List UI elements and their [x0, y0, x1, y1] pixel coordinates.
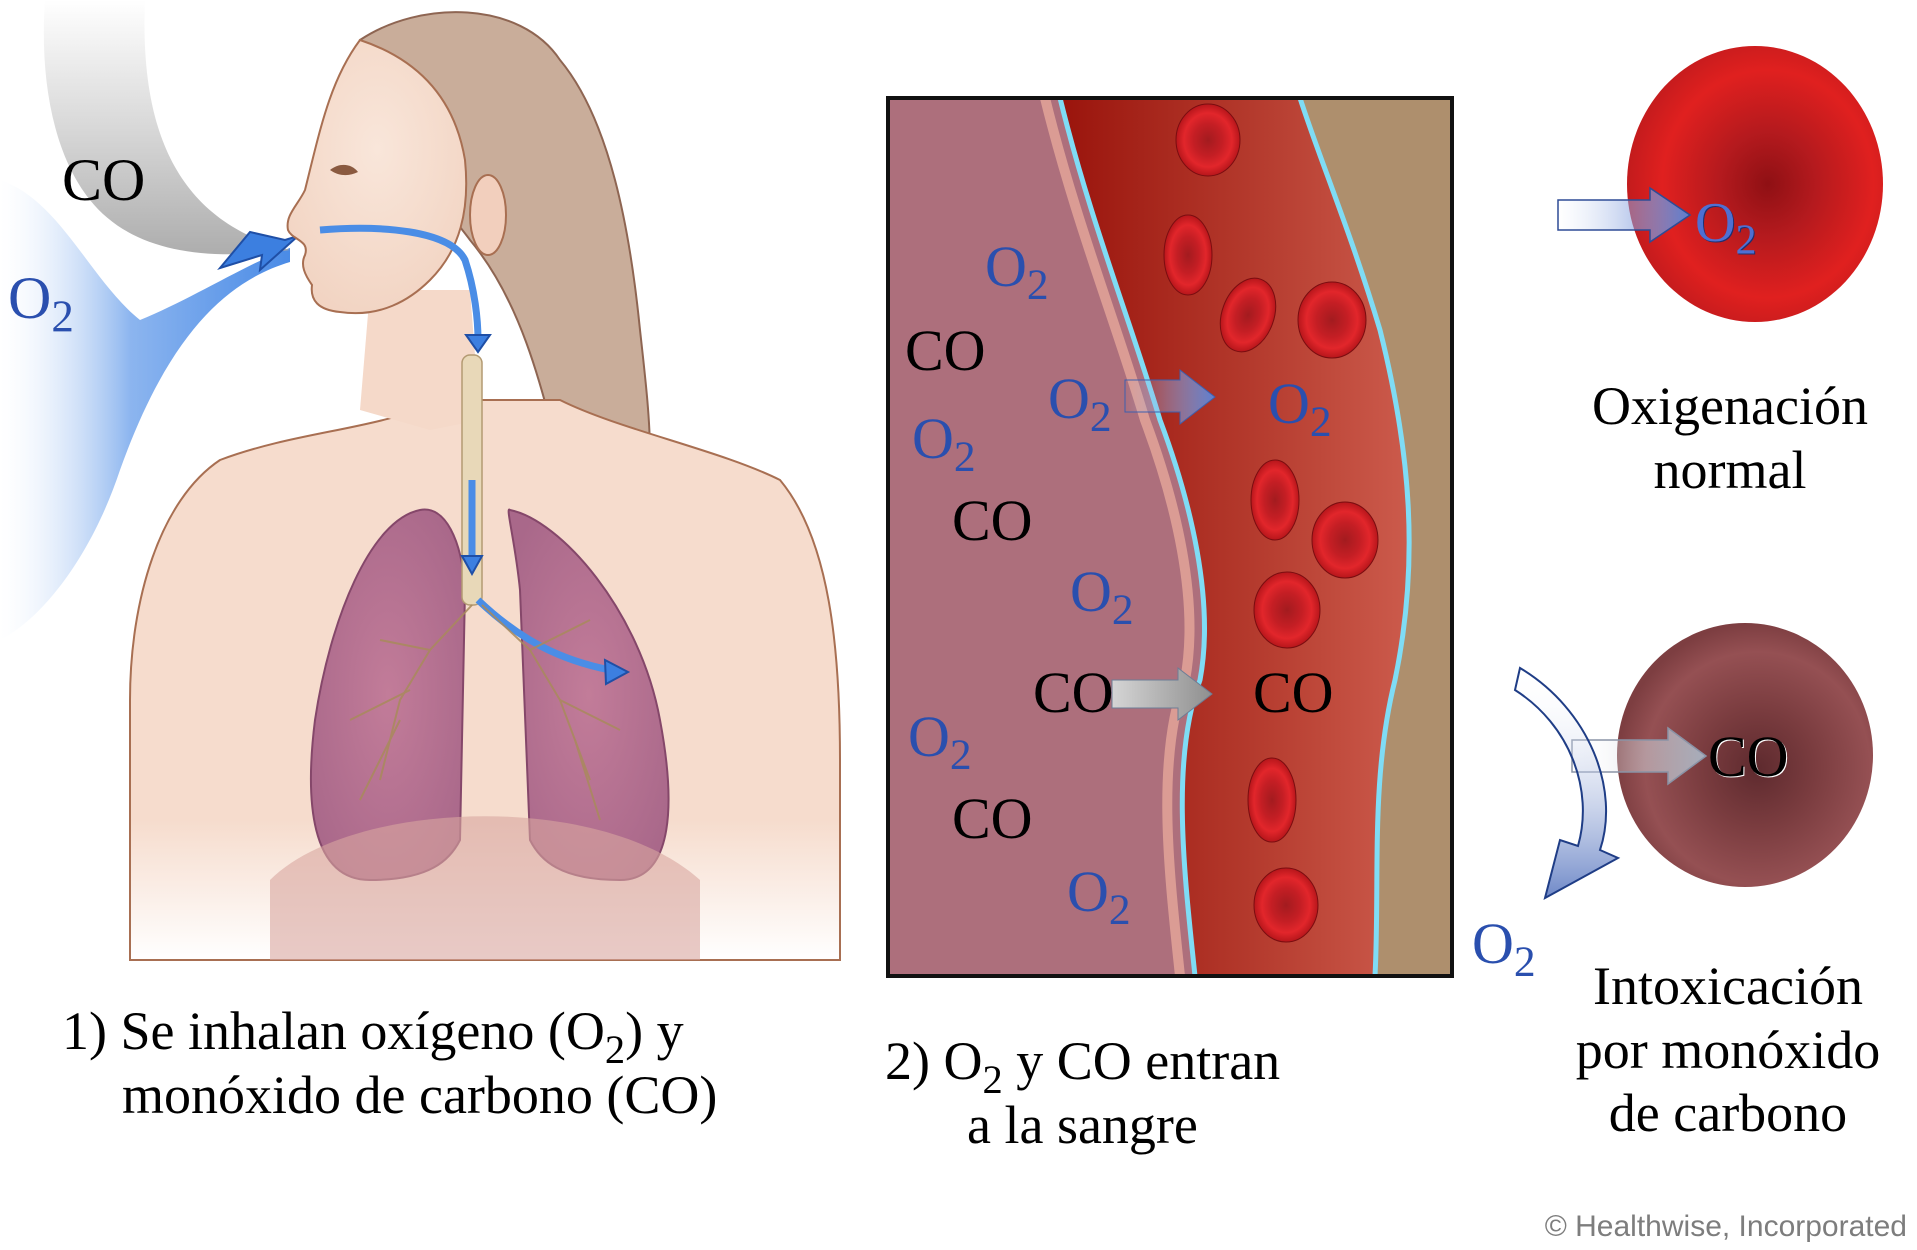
diaphragm [270, 816, 700, 960]
normal-red-blood-cell [1627, 46, 1883, 322]
tissue-co-label: CO [905, 318, 986, 383]
co-diffusion-arrow [1111, 666, 1213, 722]
outer-tissue [1300, 98, 1452, 976]
released-o2-label: O2 [1472, 911, 1536, 987]
caption-step-1: 1) Se inhalan oxígeno (O2) y monóxido de… [62, 1000, 717, 1127]
caption-step-2-line1: 2) O2 y CO entran [885, 1031, 1281, 1103]
ear [469, 174, 507, 256]
o2-diffusion-arrow [1124, 368, 1216, 426]
co-air-stream [43, 0, 290, 255]
tissue-co-label: CO [1033, 660, 1114, 725]
caption-step-1-line2: monóxido de carbono (CO) [122, 1064, 718, 1125]
normal-oxygenation-caption: Oxigenación normal [1592, 376, 1868, 500]
poisoned-cell-co-label: CO [1708, 724, 1789, 789]
blood-o2-label: O2 [1268, 371, 1332, 447]
caption-step-2-line2: a la sangre [967, 1094, 1198, 1155]
tissue-co-label: CO [952, 488, 1033, 553]
normal-o2-arrow [1557, 186, 1692, 244]
inhaled-o2-label: O2 [8, 265, 74, 342]
co-poisoning-caption: Intoxicación por monóxido de carbono [1575, 956, 1881, 1144]
normal-cell-o2-label: O2 [1695, 192, 1757, 264]
bloodstream-frame [886, 96, 1454, 978]
caption-step-1-line1: 1) Se inhalan oxígeno (O2) y [62, 1001, 684, 1073]
inhale-arrow [217, 230, 299, 273]
vessel-wall-left [1057, 97, 1207, 977]
o2-released-arrow [1513, 666, 1621, 900]
tissue-o2-label: O2 [908, 704, 972, 780]
blood-co-label: CO [1253, 660, 1334, 725]
red-blood-cells [1163, 103, 1379, 943]
tissue-o2-label: O2 [985, 234, 1049, 310]
neck [360, 290, 480, 430]
tissue-co-label: CO [952, 786, 1033, 851]
caption-step-2: 2) O2 y CO entran a la sangre [885, 1030, 1280, 1157]
inhaled-co-label: CO [62, 147, 146, 213]
tissue-o2-label: O2 [1067, 859, 1131, 935]
co-poisoned-red-blood-cell [1617, 623, 1873, 887]
tissue-o2-label: O2 [912, 406, 976, 482]
o2-air-stream [0, 180, 290, 640]
copyright-notice: © Healthwise, Incorporated [1544, 1210, 1907, 1243]
face [286, 38, 468, 315]
tissue-o2-label: O2 [1048, 366, 1112, 442]
bronchi-arrow [475, 597, 611, 674]
eye [330, 164, 358, 176]
airway-arrow-head [319, 224, 482, 341]
vessel-wall-right [1297, 97, 1412, 977]
tissue-o2-label: O2 [1070, 559, 1134, 635]
